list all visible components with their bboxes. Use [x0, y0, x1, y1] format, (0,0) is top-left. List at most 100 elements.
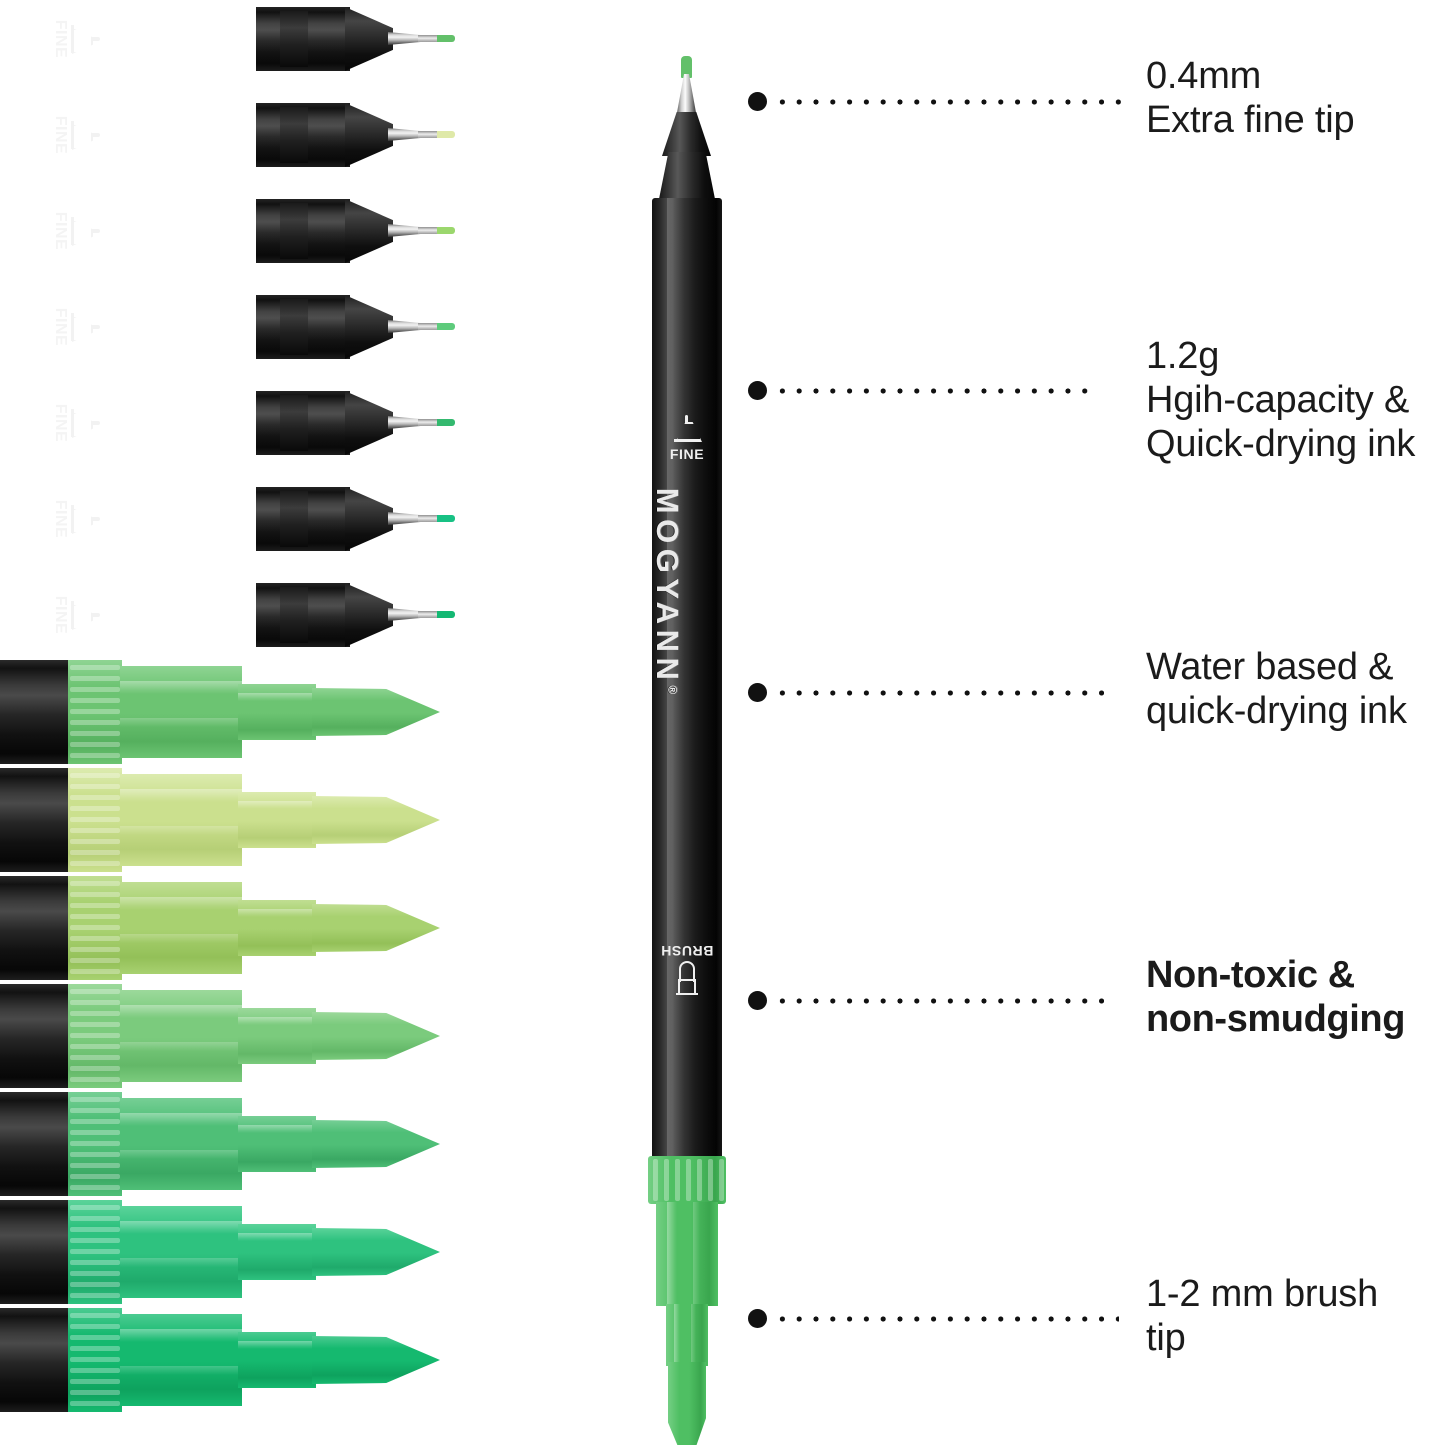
brush-body [120, 990, 242, 1082]
callout-dotted-line [774, 996, 1104, 1005]
collar-rib [686, 1159, 691, 1201]
brush-neck [238, 792, 316, 848]
needle-shaft [418, 227, 440, 234]
collar-rib [70, 1271, 120, 1276]
callout-dot [748, 381, 767, 400]
callout-connector-non-toxic [748, 991, 1104, 1010]
pen-barrel: FINE [0, 576, 258, 654]
collar-rib [70, 1324, 120, 1329]
collar-rib [70, 687, 120, 692]
pen-barrel: FINE [0, 480, 258, 558]
needle-shaft [418, 611, 440, 618]
callout-label-water-based: Water based & quick-drying ink [1146, 646, 1407, 733]
pen-cone [345, 583, 393, 647]
pen-barrel [0, 876, 70, 980]
fine-nib-icon [70, 120, 100, 150]
brush-neck [238, 1224, 316, 1280]
ink-tip [437, 227, 455, 234]
callout-dotted-line [774, 386, 1099, 395]
collar-rib [70, 969, 120, 974]
needle-housing [388, 320, 426, 333]
collar-rib [70, 1108, 120, 1113]
pen-barrel: FINE [0, 0, 258, 78]
collar-rib [70, 881, 120, 886]
fine-marking-label: FINE [52, 595, 69, 635]
pen-grip-step [280, 587, 308, 643]
fine-tip-marking: FINE [41, 195, 111, 267]
pen-grip-step [280, 11, 308, 67]
collar-rib [70, 1022, 120, 1027]
pen-barrel [0, 1092, 70, 1196]
brush-neck [238, 1008, 316, 1064]
collar-rib [70, 795, 120, 800]
brush-end-neck [666, 1304, 708, 1366]
collar-rib [70, 989, 120, 994]
collar-rib [70, 1205, 120, 1210]
callout-dot [748, 92, 767, 111]
brand-logo: MOGYANN® [632, 476, 702, 706]
fine-tip-marking: FINE [41, 483, 111, 555]
needle-shaft [418, 131, 440, 138]
fine-tip-metal-cone [676, 74, 697, 118]
needle-housing [388, 608, 426, 621]
needle-housing [388, 512, 426, 525]
collar-rib [70, 1044, 120, 1049]
needle-shaft [418, 515, 440, 522]
collar-rib [70, 1077, 120, 1082]
pen-barrel [0, 660, 70, 764]
needle-housing [388, 128, 426, 141]
callout-label-non-toxic: Non-toxic & non-smudging [1146, 954, 1406, 1041]
brush-neck [238, 1116, 316, 1172]
collar-rib [719, 1159, 724, 1201]
callout-label-extra-fine-tip: 0.4mm Extra fine tip [1146, 55, 1355, 142]
brand-name: MOGYANN [650, 487, 685, 686]
collar-rib [70, 1368, 120, 1373]
collar-rib [70, 1130, 120, 1135]
pen-barrel [0, 984, 70, 1088]
collar-rib [70, 925, 120, 930]
collar-rib [70, 947, 120, 952]
pen-grip-step [280, 491, 308, 547]
brush-collar [68, 660, 122, 764]
collar-rib [70, 1313, 120, 1318]
collar-rib [697, 1159, 702, 1201]
collar-rib [70, 1141, 120, 1146]
fine-nib-icon [674, 414, 702, 444]
needle-shaft [418, 35, 440, 42]
brush-end-collar [648, 1156, 726, 1204]
collar-rib [70, 1390, 120, 1395]
fine-tip-marking: FINE [41, 291, 111, 363]
pen-barrel: FINE [0, 192, 258, 270]
pen-barrel [0, 1308, 70, 1412]
collar-rib [70, 1249, 120, 1254]
pen-cone [345, 391, 393, 455]
pen-grip-step [280, 395, 308, 451]
brush-body [120, 774, 242, 866]
collar-rib [70, 773, 120, 778]
brush-tip-marking: BRUSH [654, 943, 720, 995]
collar-rib [70, 742, 120, 747]
brush-neck [238, 684, 316, 740]
callout-connector-brush-tip [748, 1309, 1119, 1328]
callout-dotted-line [774, 1314, 1119, 1323]
pen-barrel: FINE [0, 288, 258, 366]
brush-tip-bristle [312, 1228, 440, 1276]
collar-rib [70, 861, 120, 866]
ink-tip [437, 35, 455, 42]
collar-rib [70, 850, 120, 855]
center-dual-tip-pen: FINE MOGYANN® BRUSH [618, 56, 756, 1445]
ink-tip [437, 323, 455, 330]
collar-rib [70, 753, 120, 758]
callout-connector-extra-fine-tip [748, 92, 1129, 111]
brush-nib-icon [674, 961, 700, 995]
callout-dotted-line [774, 97, 1129, 106]
pen-cone [345, 487, 393, 551]
pen-cone [345, 199, 393, 263]
brush-body [120, 882, 242, 974]
collar-rib [70, 676, 120, 681]
fine-marking-label: FINE [52, 115, 69, 155]
collar-rib [70, 1174, 120, 1179]
collar-rib [70, 1055, 120, 1060]
collar-rib [70, 1163, 120, 1168]
